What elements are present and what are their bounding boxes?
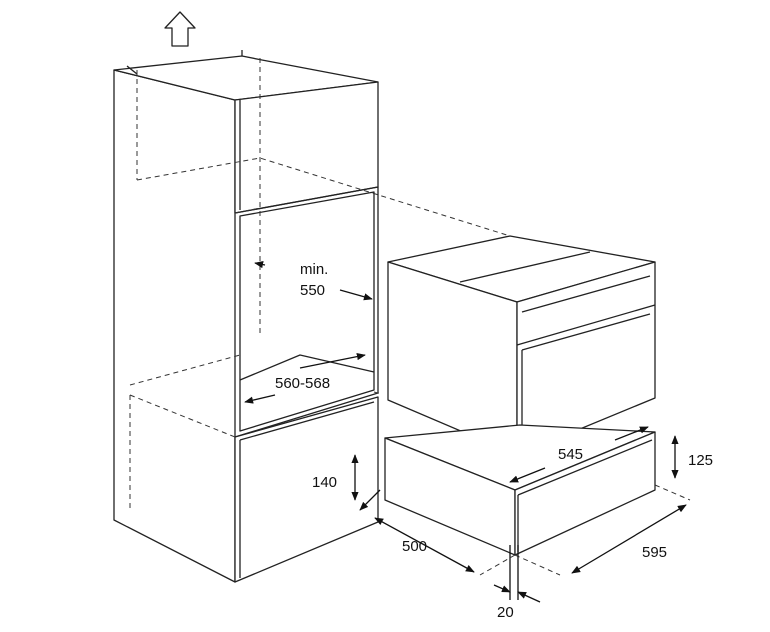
label-20: 20 [497, 604, 514, 621]
label-min: min. [300, 261, 328, 278]
tall-cabinet [113, 50, 511, 583]
ventilation-up-arrow-icon [164, 11, 196, 47]
label-500: 500 [402, 538, 427, 555]
label-560-568: 560-568 [275, 375, 330, 392]
appliance [387, 235, 656, 456]
label-125: 125 [688, 452, 713, 469]
dimension-lines [244, 261, 687, 603]
label-550: 550 [300, 282, 325, 299]
label-140: 140 [312, 474, 337, 491]
label-545: 545 [558, 446, 583, 463]
warming-drawer [384, 424, 691, 576]
label-595: 595 [642, 544, 667, 561]
dimension-labels: min. 550 560-568 140 500 20 545 125 595 [275, 261, 713, 621]
